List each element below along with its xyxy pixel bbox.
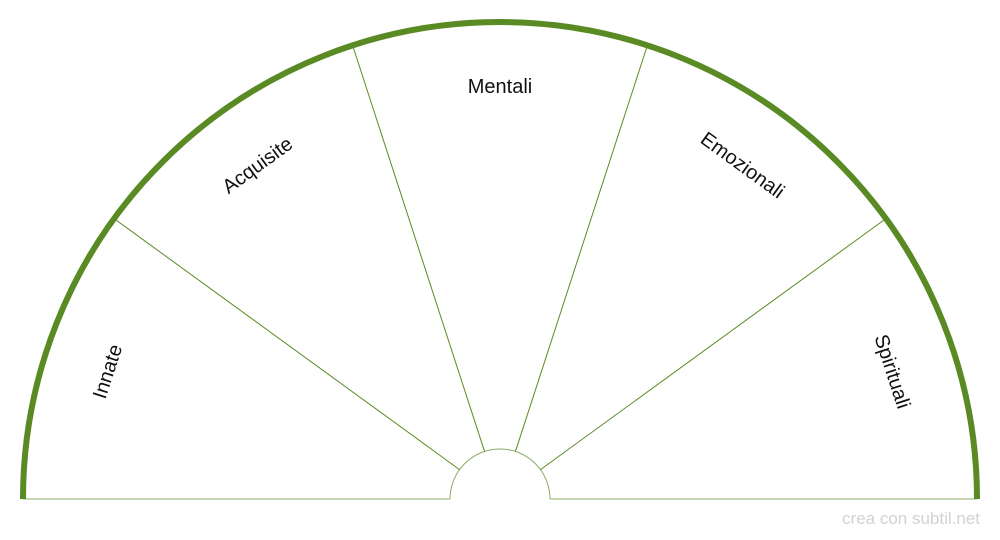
outer-arc <box>20 19 980 500</box>
sector-label: Acquisite <box>219 133 298 199</box>
inner-arc <box>449 448 551 500</box>
divider-line <box>113 218 460 471</box>
divider-line <box>352 45 486 452</box>
divider-line <box>540 218 887 471</box>
sector-label: Mentali <box>468 76 532 98</box>
sector-labels: Innate Acquisite MentaliEmozionaliSpiritua… <box>89 76 914 412</box>
watermark-credit: crea con subtil.net <box>842 509 980 528</box>
divider-lines <box>113 45 887 471</box>
divider-line <box>514 45 648 452</box>
sector-label: Emozionali <box>696 128 788 203</box>
sector-label: Innate <box>89 342 127 402</box>
sector-label: Spirituali <box>870 332 915 412</box>
